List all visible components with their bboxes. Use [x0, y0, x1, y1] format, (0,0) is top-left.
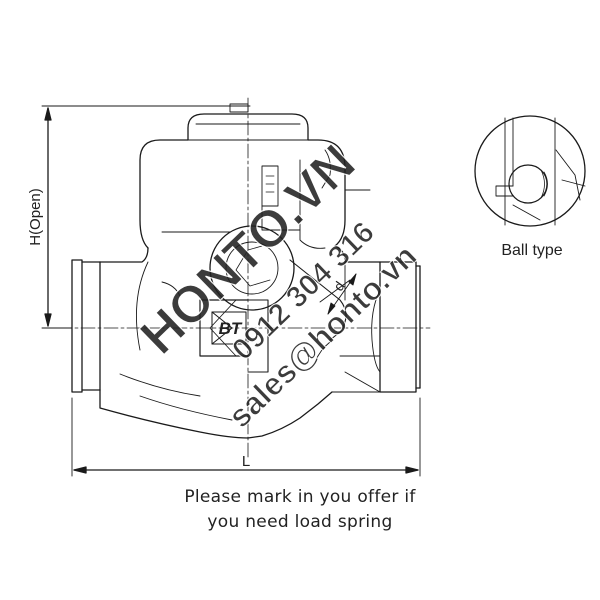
- length-dimension-label: L: [242, 453, 250, 470]
- height-dimension: [41, 105, 251, 329]
- ball-type-caption: Ball type: [501, 242, 562, 259]
- bore-dimension: [327, 273, 357, 315]
- ball-type-detail: [474, 115, 586, 227]
- bt-marking: [211, 311, 247, 345]
- internal-section: [209, 159, 326, 311]
- height-dimension-label: H(Open): [27, 188, 44, 246]
- body-mark-label: BT: [219, 319, 243, 338]
- left-end-connection: [71, 247, 149, 393]
- watermark: HONTO.VN 0912 304 316 sales@honto.vn: [129, 133, 424, 435]
- length-dimension: [71, 397, 421, 477]
- right-end-connection: [331, 245, 421, 393]
- load-spring-note-line-1: Please mark in you offer if: [184, 487, 416, 507]
- centerlines: [57, 97, 431, 461]
- valve-body: [99, 261, 333, 439]
- valve-bonnet: [139, 103, 371, 249]
- load-spring-note-line-2: you need load spring: [207, 512, 393, 532]
